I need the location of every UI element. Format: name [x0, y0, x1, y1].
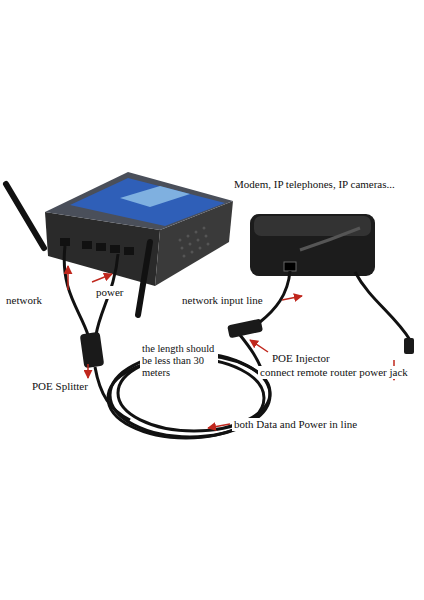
annotation-label: POE Injector: [270, 352, 332, 365]
annotation-label: POE Splitter: [30, 380, 90, 393]
annotation-label: connect remote router power jack: [258, 366, 410, 379]
annotation-label: network input line: [180, 294, 265, 307]
annotation-label: Modem, IP telephones, IP cameras...: [232, 178, 397, 191]
annotation-label: network: [4, 294, 44, 307]
annotation-label: the length should be less than 30 meters: [140, 343, 218, 379]
annotation-label: power: [94, 286, 126, 299]
annotation-label: both Data and Power in line: [232, 418, 359, 431]
